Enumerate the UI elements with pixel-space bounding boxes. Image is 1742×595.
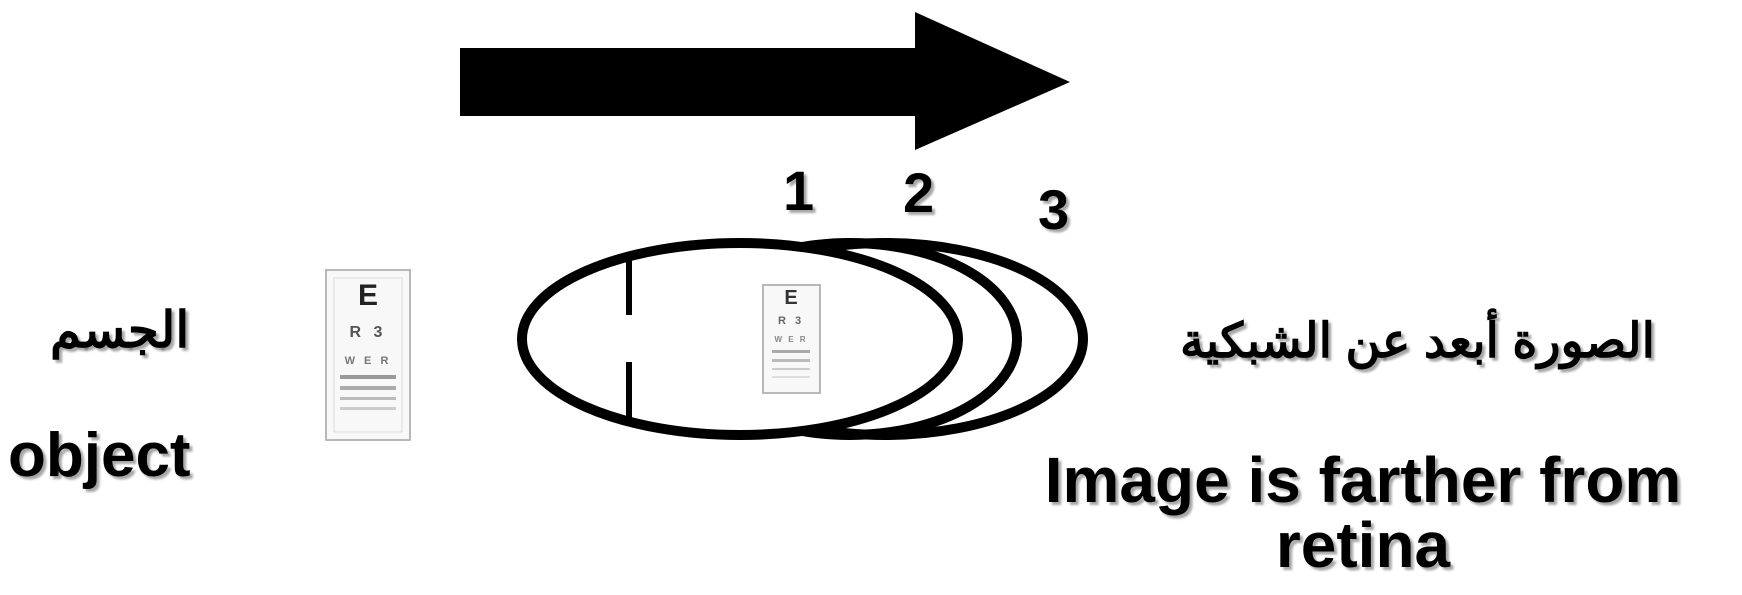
image-chart-line2: R 3 xyxy=(778,315,804,327)
object-chart-line2: R 3 xyxy=(350,324,387,341)
direction-arrow-icon xyxy=(460,12,1070,150)
object-label-english: object xyxy=(8,421,191,490)
object-label-arabic: الجسم xyxy=(50,302,190,358)
image-eye-chart-icon: E R 3 W E R xyxy=(762,284,821,394)
object-chart-line1: E xyxy=(358,279,378,312)
object-chart-line3: W E R xyxy=(345,355,392,367)
eye-position-1: 1 xyxy=(783,159,815,222)
image-label-arabic: الصورة أبعد عن الشبكية xyxy=(1180,315,1655,368)
image-chart-line1: E xyxy=(784,287,797,309)
eyeball-outline-1 xyxy=(517,238,963,440)
eye-position-2: 2 xyxy=(903,161,935,224)
object-eye-chart-icon: E R 3 W E R xyxy=(325,269,411,441)
eye-position-3: 3 xyxy=(1038,178,1070,241)
image-chart-line3: W E R xyxy=(774,335,807,344)
image-label-english: Image is farther from retina xyxy=(1044,444,1682,582)
